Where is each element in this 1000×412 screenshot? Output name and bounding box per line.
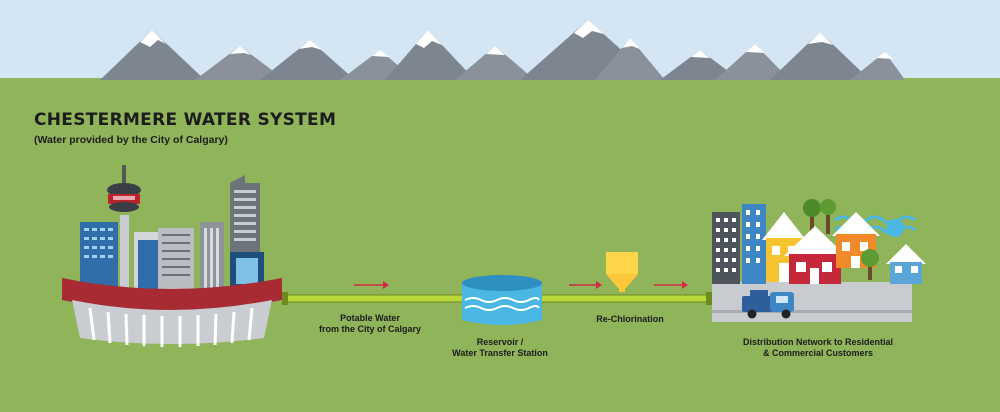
- label-line: Distribution Network to Residential: [742, 337, 893, 347]
- flow-arrow-icon: [569, 281, 602, 289]
- label-line: Re-Chlorination: [596, 314, 664, 324]
- chlorination-funnel-icon: [606, 252, 638, 292]
- stage-label-distribution: Distribution Network to Residential & Co…: [728, 337, 908, 359]
- stage-label-potable-water: Potable Water from the City of Calgary: [290, 313, 450, 335]
- residential-town-icon: [712, 199, 926, 322]
- flow-arrow-icon: [654, 281, 688, 289]
- stage-label-rechlorination: Re-Chlorination: [575, 314, 685, 325]
- stage-label-reservoir: Reservoir / Water Transfer Station: [430, 337, 570, 359]
- reservoir-tank-icon: [462, 275, 542, 325]
- page-title: CHESTERMERE WATER SYSTEM: [34, 110, 337, 130]
- label-line: Water Transfer Station: [452, 348, 548, 358]
- label-line: & Commercial Customers: [762, 348, 874, 358]
- label-line: Potable Water: [340, 313, 400, 323]
- mountain-range: [100, 20, 905, 80]
- page-subtitle: (Water provided by the City of Calgary): [34, 134, 228, 146]
- label-line: Reservoir /: [476, 337, 524, 347]
- calgary-skyline-icon: [62, 165, 282, 347]
- flow-arrow-icon: [354, 281, 389, 289]
- label-line: from the City of Calgary: [318, 324, 421, 334]
